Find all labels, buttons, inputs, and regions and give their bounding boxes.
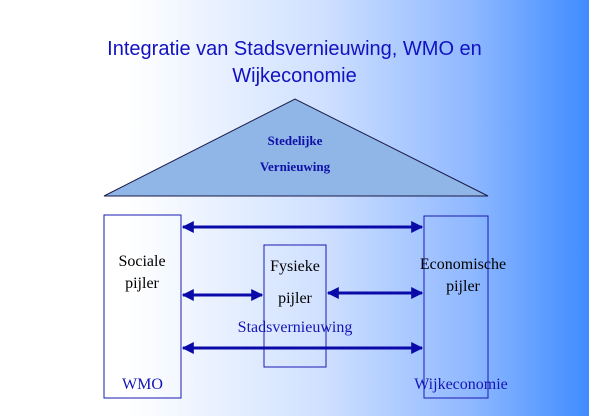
economic-pillar-line-1: Economische	[419, 256, 507, 273]
social-pillar-box	[103, 214, 182, 399]
economic-pillar-line-2: pijler	[446, 278, 480, 295]
wmo-footer-label: WMO	[122, 376, 163, 393]
economic-pillar-label: Economische pijler	[400, 254, 526, 298]
physical-pillar-line-1: Fysieke	[270, 258, 320, 275]
roof-label-line-2: Vernieuwing	[259, 159, 331, 174]
physical-pillar-line-2: pijler	[278, 290, 312, 307]
wijkeconomie-footer-label: Wijkeconomie	[414, 376, 508, 393]
roof-triangle	[103, 98, 489, 197]
roof-label-line-1: Stedelijke	[267, 133, 323, 148]
title-line-2: Wijkeconomie	[232, 65, 357, 87]
physical-pillar-box	[263, 244, 327, 368]
physical-pillar-label: Fysieke pijler	[256, 251, 334, 315]
title-line-1: Integratie van Stadsvernieuwing, WMO en	[107, 38, 482, 60]
stadsvernieuwing-caption: Stadsvernieuwing	[237, 319, 353, 336]
social-pillar-line-2: pijler	[125, 275, 159, 292]
social-pillar-line-1: Sociale	[118, 253, 166, 270]
diagram-title: Integratie van Stadsvernieuwing, WMO en …	[0, 36, 589, 90]
social-pillar-label: Sociale pijler	[96, 251, 188, 295]
roof-label: Stedelijke Vernieuwing	[190, 128, 400, 180]
economic-pillar-box	[423, 215, 489, 399]
